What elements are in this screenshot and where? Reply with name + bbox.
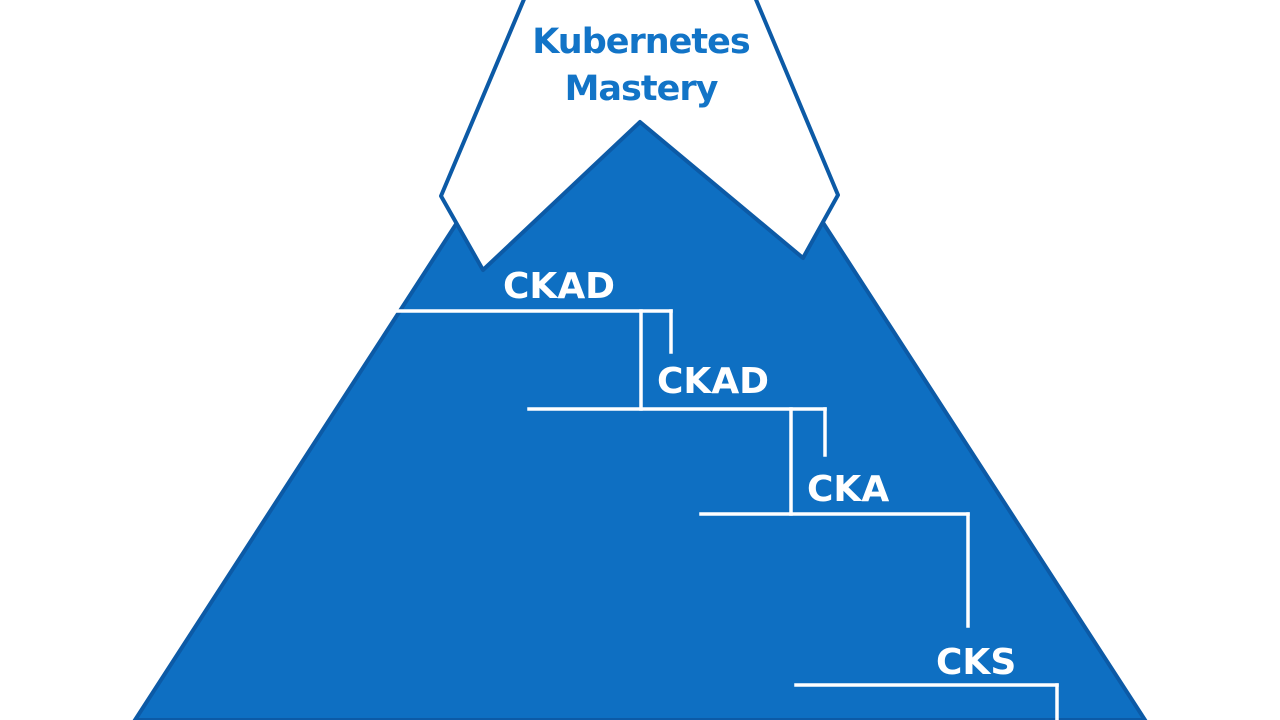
peak-title-line-1: Kubernetes bbox=[532, 22, 750, 62]
step-label-1: CKAD bbox=[503, 266, 616, 307]
snow-cap bbox=[439, 0, 840, 272]
staircase bbox=[390, 309, 1059, 720]
step-label-4: CKS bbox=[936, 642, 1017, 683]
step-label-3: CKA bbox=[807, 469, 890, 510]
peak-title-line-2: Mastery bbox=[564, 69, 719, 109]
step-label-2: CKAD bbox=[657, 361, 770, 402]
